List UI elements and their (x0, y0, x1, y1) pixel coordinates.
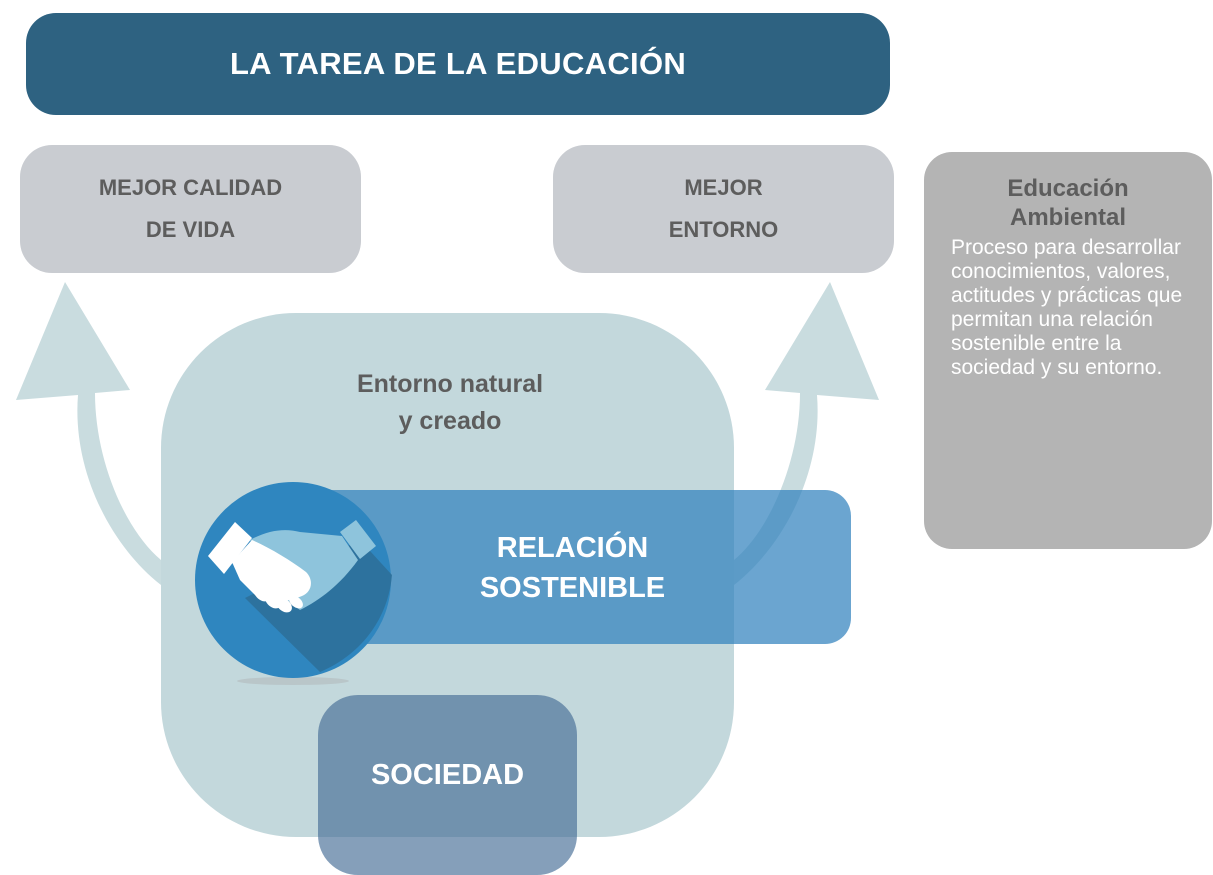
entorno-line2: y creado (398, 407, 502, 435)
educacion-ambiental-description: Proceso para desarrollar conocimientos, … (951, 236, 1183, 379)
diagram-title: LA TAREA DE LA EDUCACIÓN (26, 13, 890, 115)
relacion-line2: SOSTENIBLE (479, 572, 666, 604)
icon-shadow (237, 677, 349, 685)
right-arrow (734, 282, 879, 585)
sociedad-label: SOCIEDAD (370, 759, 525, 791)
relacion-sostenible-label: RELACIÓN SOSTENIBLE (440, 528, 705, 608)
relacion-sostenible-bar (300, 490, 851, 644)
goal-left-line1: MEJOR CALIDAD (98, 175, 283, 200)
goal-right-line2: ENTORNO (668, 217, 779, 242)
relacion-line1: RELACIÓN (496, 532, 649, 564)
entorno-label: Entorno natural y creado (300, 366, 600, 440)
goal-better-quality-of-life: MEJOR CALIDAD DE VIDA (20, 145, 361, 273)
goal-better-environment: MEJOR ENTORNO (553, 145, 894, 273)
educacion-ambiental-title: Educación Ambiental (944, 174, 1192, 232)
educacion-ambiental-box: Educación Ambiental Proceso para desarro… (924, 152, 1212, 549)
handshake-icon (195, 482, 392, 678)
left-arrow (16, 282, 161, 585)
goal-right-line1: MEJOR (684, 175, 763, 200)
ea-title-line2: Ambiental (1009, 204, 1126, 231)
ea-title-line1: Educación (1007, 175, 1129, 202)
sociedad-box: SOCIEDAD (318, 695, 577, 875)
diagram-title-text: LA TAREA DE LA EDUCACIÓN (229, 46, 687, 81)
goal-left-line2: DE VIDA (145, 217, 236, 242)
entorno-line1: Entorno natural (356, 370, 544, 398)
